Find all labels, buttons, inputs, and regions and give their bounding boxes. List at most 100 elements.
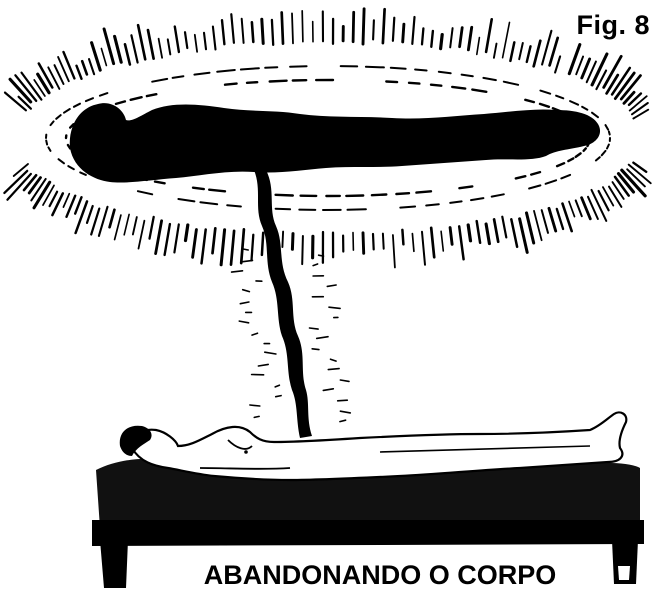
aura-ray	[569, 202, 575, 217]
aura-dash	[609, 132, 610, 135]
aura-dash	[147, 94, 156, 96]
aura-ray	[510, 42, 514, 61]
aura-ray	[63, 194, 69, 207]
cord-spark	[312, 349, 319, 350]
aura-ray	[302, 236, 303, 264]
cord-spark	[254, 416, 259, 417]
cord-spark	[258, 364, 268, 366]
aura-ray	[110, 210, 115, 227]
aura-ray	[534, 41, 541, 67]
cord-spark	[243, 290, 250, 292]
aura-ray	[412, 17, 414, 44]
aura-ray	[115, 36, 122, 62]
aura-ray	[557, 209, 563, 229]
aura-ray	[104, 29, 114, 64]
aura-ray	[213, 228, 216, 253]
aura-dash	[592, 113, 598, 118]
aura-ray	[242, 19, 244, 43]
aura-dash	[602, 151, 606, 155]
aura-ray	[520, 219, 528, 253]
cord-spark	[338, 400, 348, 401]
aura-ray	[101, 49, 106, 66]
aura-dash	[131, 97, 142, 100]
aura-dash	[241, 68, 259, 69]
aura-dash	[64, 109, 70, 113]
aura-ray	[511, 219, 517, 247]
aura-ray	[468, 27, 471, 50]
aura-ray	[486, 19, 492, 52]
aura-dash	[391, 68, 406, 69]
aura-dash	[270, 81, 287, 82]
aura-dash	[80, 172, 86, 175]
aura-ray	[77, 66, 82, 79]
aura-dash	[561, 175, 570, 179]
aura-ray	[156, 221, 162, 254]
aura-ray	[549, 208, 556, 231]
aura-ray	[450, 28, 452, 47]
cord-spark	[313, 264, 318, 266]
cord-spark	[319, 255, 324, 256]
aura-ray	[363, 9, 364, 44]
aura-dash	[582, 107, 587, 110]
aura-dash	[570, 101, 578, 105]
aura-dash	[540, 104, 549, 107]
aura-ray	[39, 64, 53, 88]
aura-dash	[439, 72, 451, 73]
aura-dash	[607, 145, 609, 149]
aura-ray	[450, 228, 452, 245]
cord-spark	[252, 333, 258, 335]
physical-body-arm	[200, 468, 290, 469]
aura-ray	[477, 38, 480, 55]
aura-dash	[247, 82, 257, 83]
figure-caption: ABANDONANDO O CORPO	[160, 560, 600, 590]
aura-ray	[91, 209, 99, 235]
aura-dash	[155, 182, 165, 184]
aura-ray	[353, 12, 354, 41]
aura-dash	[200, 202, 217, 204]
aura-ray	[393, 18, 394, 41]
aura-dash	[366, 67, 384, 68]
aura-dash	[386, 82, 397, 83]
aura-ray	[292, 234, 293, 250]
aura-dash	[584, 148, 586, 150]
aura-ray	[609, 187, 621, 207]
aura-dash	[492, 194, 504, 196]
aura-ray	[555, 56, 560, 72]
figure-label: Fig. 8	[576, 10, 650, 41]
aura-dash	[459, 186, 472, 188]
aura-ray	[592, 54, 607, 85]
cord-spark	[310, 328, 319, 329]
aura-dash	[372, 195, 386, 196]
aura-ray	[494, 44, 497, 58]
aura-ray	[494, 219, 498, 241]
aura-dash	[452, 87, 465, 89]
aura-ray	[503, 22, 510, 57]
aura-ray	[422, 232, 425, 265]
aura-ray	[550, 38, 558, 66]
aura-ray	[195, 35, 197, 52]
aura-ray	[302, 11, 303, 42]
physical-body-navel	[244, 450, 248, 454]
cord-spark	[340, 380, 349, 381]
aura-ray	[576, 200, 582, 216]
aura-ray	[527, 213, 534, 243]
aura-dash	[178, 199, 194, 201]
aura-ray	[14, 164, 28, 176]
aura-ray	[262, 19, 263, 43]
aura-ray	[441, 35, 443, 49]
aura-dash	[86, 98, 93, 101]
aura-ray	[519, 43, 523, 59]
aura-ray	[393, 235, 395, 268]
aura-dash	[173, 76, 184, 78]
aura-dash	[471, 198, 483, 200]
aura-ray	[133, 217, 137, 234]
aura-ray	[576, 57, 583, 75]
aura-ray	[272, 20, 273, 45]
aura-ray	[213, 27, 216, 50]
aura-ray	[252, 235, 254, 261]
aura-dash	[540, 91, 550, 94]
aura-ray	[468, 225, 470, 241]
aura-ray	[241, 229, 244, 263]
aura-dash	[596, 157, 600, 160]
